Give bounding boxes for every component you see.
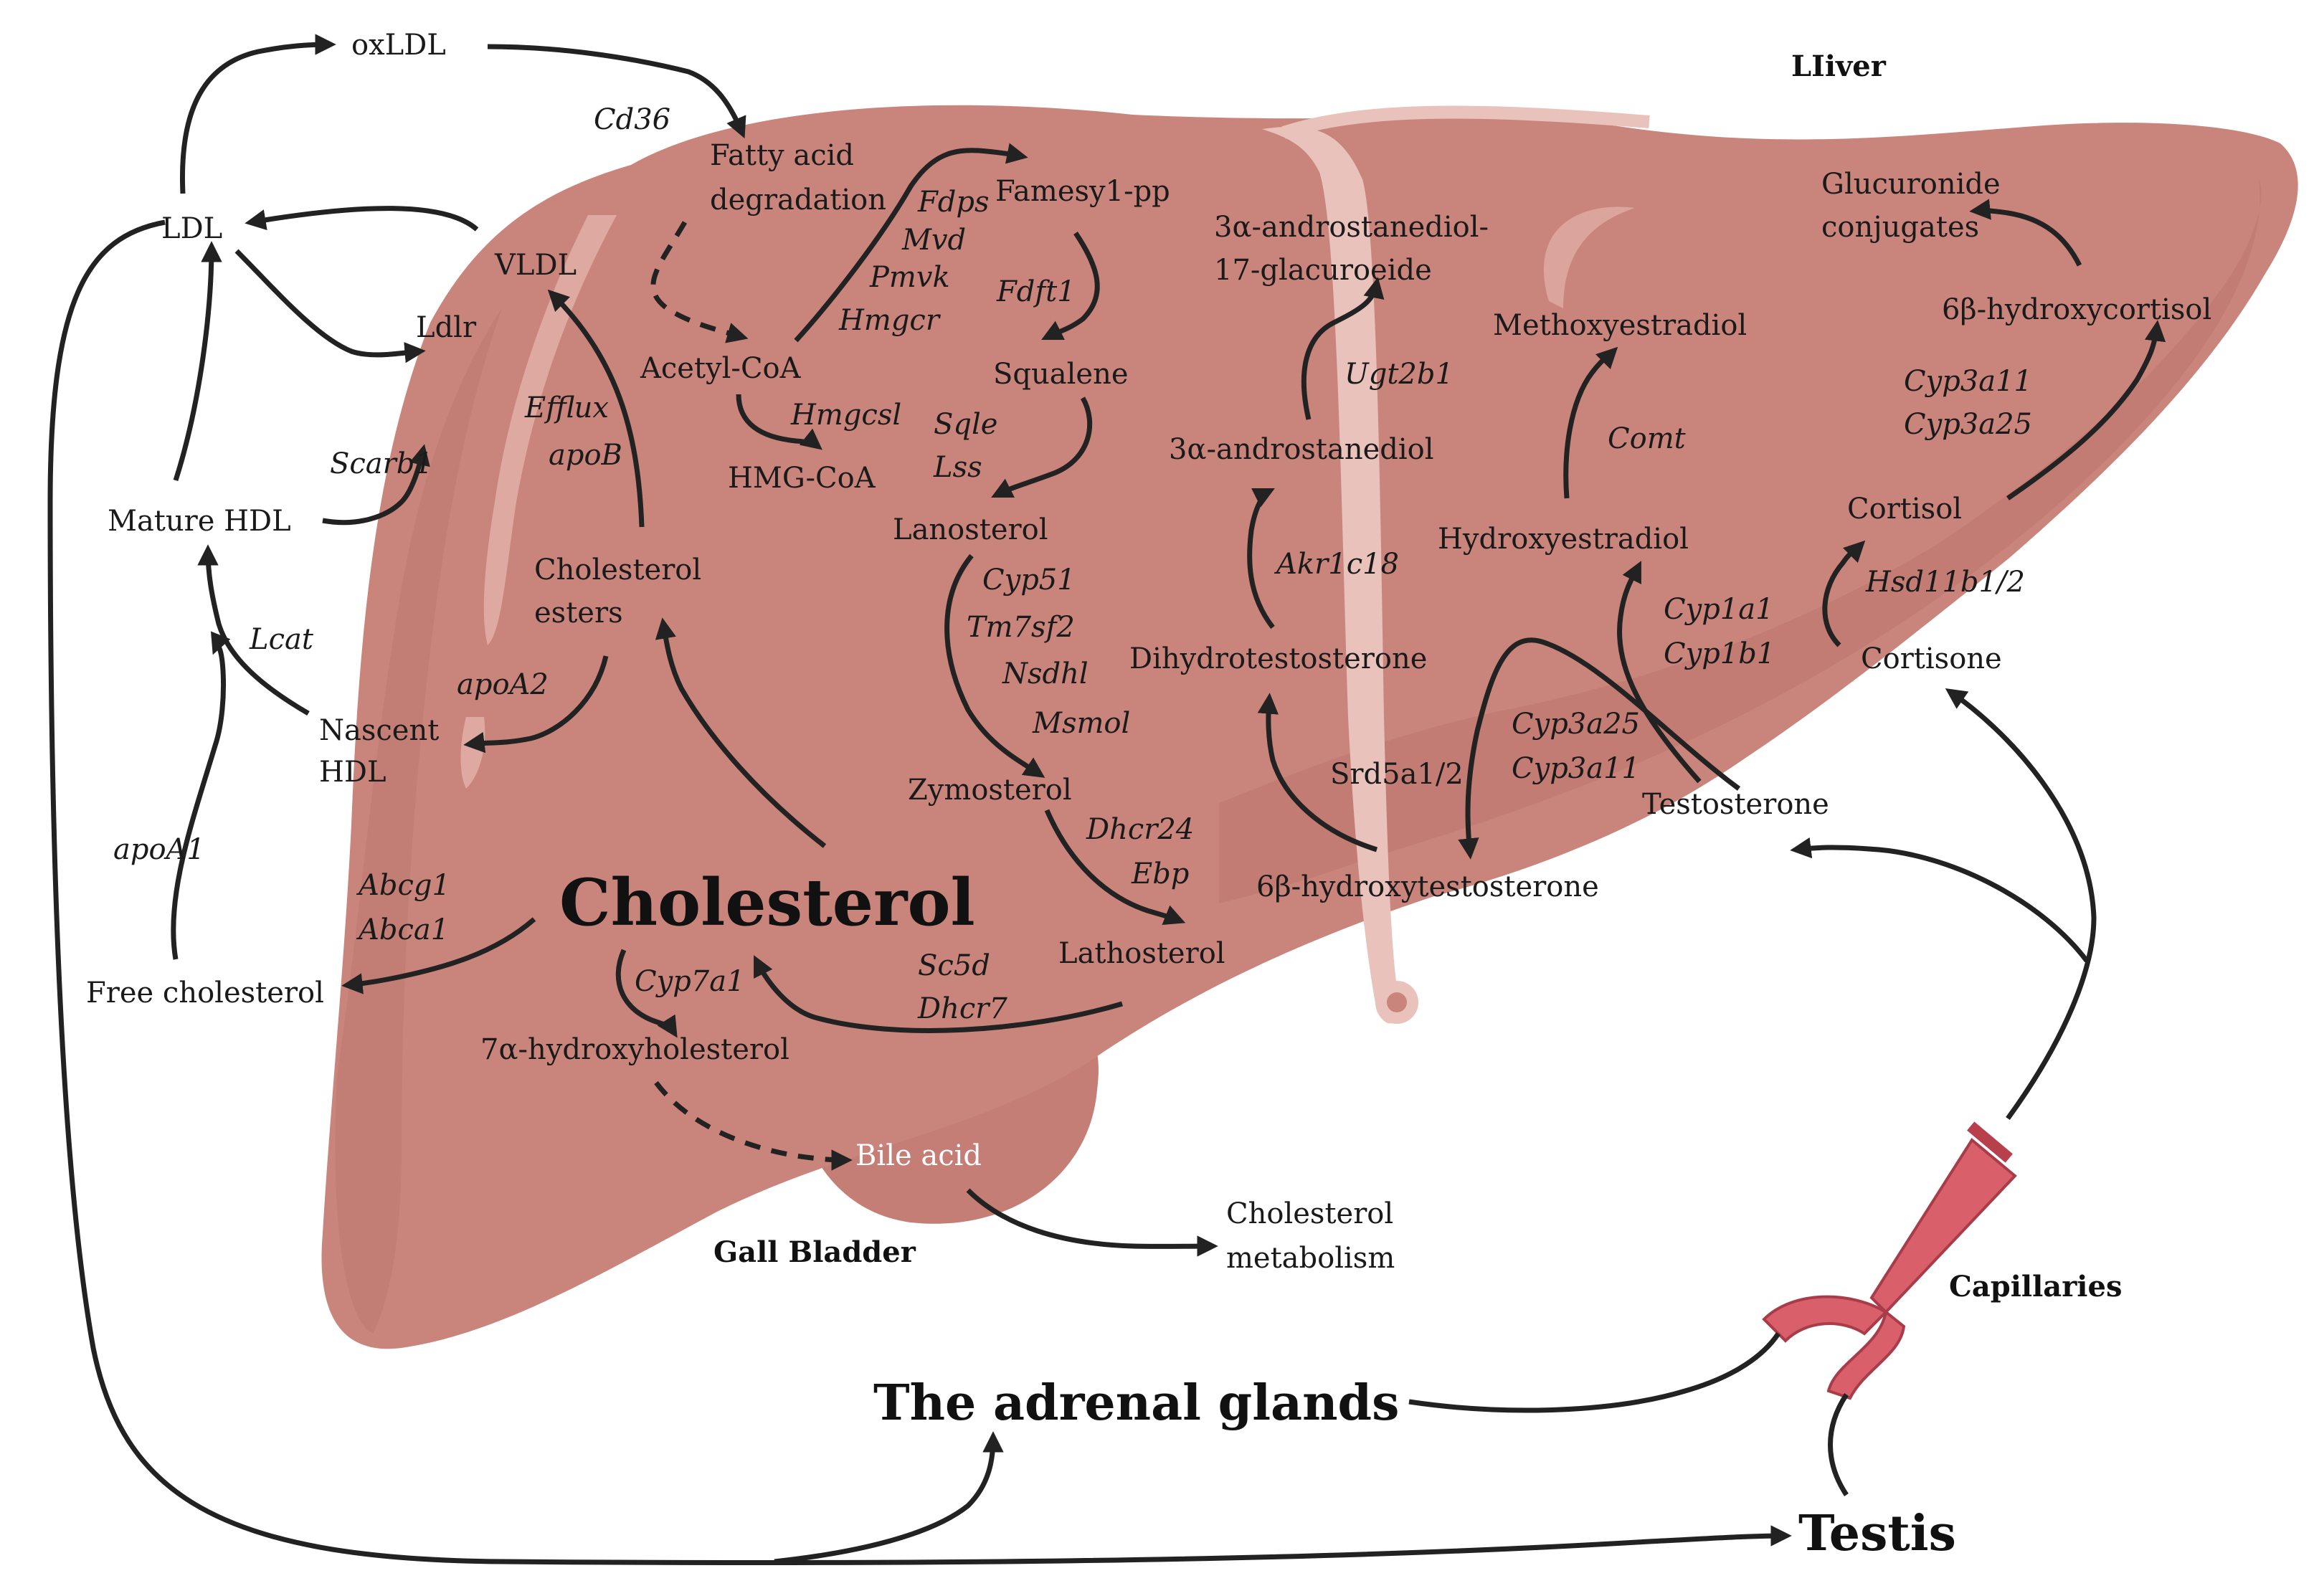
ldlr-label: Ldlr (416, 311, 477, 344)
labels: LIiver Gall Bladder Capillaries The adre… (86, 29, 2211, 1562)
gene-srd5a: Srd5a1/2 (1330, 758, 1464, 791)
gene-hmgcsl: Hmgcsl (790, 399, 901, 432)
gene-msmol: Msmol (1032, 707, 1130, 740)
gene-hsd11b: Hsd11b1/2 (1865, 566, 2025, 599)
androstanediol-label: 3α-androstanediol (1169, 433, 1434, 466)
hydroxyestradiol-label: Hydroxyestradiol (1438, 523, 1689, 556)
falciform-ligament (1262, 126, 1399, 1024)
lanosterol-label: Lanosterol (893, 513, 1048, 546)
cholesterol-label: Cholesterol (559, 865, 975, 941)
hydroxytestosterone-label: 6β-hydroxytestosterone (1256, 870, 1599, 903)
testis-label: Testis (1798, 1505, 1956, 1562)
vldl-label: VLDL (494, 249, 577, 282)
dihydrotestosterone-label: Dihydrotestosterone (1129, 642, 1427, 675)
gene-pmvk: Pmvk (869, 261, 950, 294)
gene-mvd: Mvd (901, 224, 966, 257)
gene-cyp1b1: Cyp1b1 (1664, 637, 1775, 670)
androstanediol-glucuronide-label-2: 17-glacuroeide (1214, 254, 1432, 287)
gene-cyp3a25-b: Cyp3a25 (1904, 408, 2032, 441)
nascent-hdl-label-1: Nascent (319, 714, 439, 747)
gene-apoa1: apoA1 (113, 833, 205, 866)
gene-lss: Lss (933, 451, 982, 484)
acetyl-coa-label: Acetyl-CoA (640, 352, 802, 385)
gene-cyp3a11-b: Cyp3a11 (1904, 365, 2032, 398)
hmg-coa-label: HMG-CoA (728, 462, 876, 495)
gene-cyp3a11: Cyp3a11 (1512, 752, 1640, 785)
capillaries-label: Capillaries (1949, 1270, 2122, 1303)
gene-apob: apoB (549, 439, 622, 472)
hydroxycortisol-label: 6β-hydroxycortisol (1942, 293, 2211, 326)
androstanediol-glucuronide-label-1: 3α-androstanediol- (1214, 211, 1489, 244)
pathway-arrows (47, 34, 2166, 1566)
gene-scarb1: Scarb1 (330, 447, 433, 480)
capillary-vessel (1762, 1121, 2017, 1400)
gene-cd36: Cd36 (594, 103, 670, 136)
cortisol-label: Cortisol (1847, 493, 1962, 526)
gene-akr1c18: Akr1c18 (1274, 548, 1399, 581)
free-cholesterol-label: Free cholesterol (86, 977, 324, 1010)
gene-cyp1a1: Cyp1a1 (1664, 593, 1774, 626)
gene-ugt2b1: Ugt2b1 (1345, 358, 1453, 391)
gene-cyp7a1: Cyp7a1 (635, 965, 745, 998)
gene-sc5d: Sc5d (918, 949, 990, 982)
methoxyestradiol-label: Methoxyestradiol (1493, 309, 1747, 342)
ldl-label: LDL (161, 212, 222, 245)
cholesterol-esters-label-2: esters (534, 597, 623, 630)
gene-lcat: Lcat (249, 623, 314, 656)
gene-fdft1: Fdft1 (996, 275, 1076, 308)
adrenal-glands-label: The adrenal glands (873, 1374, 1399, 1432)
gene-dhcr7: Dhcr7 (917, 992, 1007, 1025)
gene-cyp51: Cyp51 (982, 564, 1076, 597)
gene-fdps: Fdps (917, 186, 990, 219)
nascent-hdl-label-2: HDL (319, 756, 386, 789)
lathosterol-label: Lathosterol (1058, 937, 1225, 970)
mature-hdl-label: Mature HDL (108, 505, 291, 538)
liver-body (321, 105, 2298, 1349)
oxldl-label: oxLDL (351, 29, 446, 62)
gene-cyp3a25: Cyp3a25 (1512, 708, 1640, 741)
glucuronide-label-1: Glucuronide (1821, 168, 2001, 201)
cholesterol-esters-label-1: Cholesterol (534, 554, 701, 586)
gene-abca1: Abca1 (356, 913, 449, 946)
liver-label: LIiver (1791, 49, 1887, 83)
bile-acid-label: Bile acid (855, 1139, 982, 1172)
hydroxycholesterol-label: 7α-hydroxyholesterol (480, 1033, 789, 1066)
gene-tm7sf2: Tm7sf2 (967, 611, 1075, 644)
glucuronide-label-2: conjugates (1821, 211, 1979, 244)
gene-comt: Comt (1608, 422, 1687, 455)
gall-bladder-label: Gall Bladder (713, 1235, 916, 1269)
gene-sqle: Sqle (934, 408, 997, 441)
gene-efflux: Efflux (524, 391, 609, 424)
testosterone-label: Testosterone (1642, 788, 1829, 821)
cholesterol-metabolism-label-1: Cholesterol (1226, 1197, 1393, 1230)
gene-nsdhl: Nsdhl (1002, 657, 1089, 690)
fatty-acid-label-2: degradation (710, 184, 886, 217)
fatty-acid-label-1: Fatty acid (710, 139, 854, 172)
cortisone-label: Cortisone (1861, 642, 2002, 675)
liver-organ (321, 105, 2298, 1349)
gene-ebp: Ebp (1131, 858, 1189, 890)
zymosterol-label: Zymosterol (908, 774, 1072, 807)
cholesterol-metabolism-label-2: metabolism (1226, 1242, 1395, 1275)
squalene-label: Squalene (993, 358, 1129, 391)
liver-shade-left (335, 308, 502, 1334)
gene-hmgcr: Hmgcr (838, 304, 942, 337)
gene-dhcr24: Dhcr24 (1086, 813, 1194, 846)
gene-abcg1: Abcg1 (356, 869, 450, 902)
farnesyl-label: Famesy1-pp (995, 175, 1170, 208)
gene-apoa2: apoA2 (457, 668, 549, 701)
